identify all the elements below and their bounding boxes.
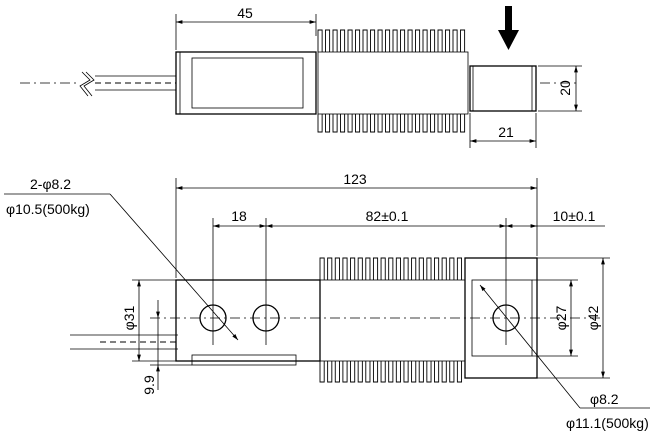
top-body [175, 51, 317, 115]
front-view: 123 18 82±0.1 10±0.1 φ31 [4, 171, 650, 431]
fin-core [319, 279, 466, 362]
dim-end-height-outer: φ42 [585, 305, 601, 330]
dim-height: 20 [557, 80, 573, 96]
front-dimension-82: 82±0.1 [266, 208, 506, 228]
note-left-holes-line2: φ10.5(500kg) [6, 201, 90, 217]
top-cable [20, 71, 176, 97]
note-right-hole-line2: φ11.1(500kg) [566, 415, 649, 431]
mount-hole-left-1 [199, 218, 227, 345]
mount-hole-left-2 [252, 218, 280, 345]
front-cable [70, 334, 178, 350]
dim-total-length: 123 [343, 171, 367, 187]
top-dimension-20: 20 [538, 65, 582, 112]
note-right-hole-line1: φ8.2 [590, 391, 619, 407]
top-view: 45 20 21 [20, 5, 582, 148]
dim-stud-length: 21 [498, 124, 514, 140]
front-dimension-31: φ31 [121, 279, 176, 362]
front-dimension-27: φ27 [532, 279, 578, 357]
front-dimension-10: 10±0.1 [506, 208, 605, 228]
leader-right-hole: φ8.2 φ11.1(500kg) [479, 284, 650, 431]
dim-end-height-inner: φ27 [553, 305, 569, 330]
leader-left-holes: 2-φ8.2 φ10.5(500kg) [4, 176, 239, 341]
dim-end-offset: 10±0.1 [553, 208, 596, 224]
front-dimension-42: φ42 [537, 257, 610, 379]
dim-hole-spacing-large: 82±0.1 [366, 208, 409, 224]
front-dimension-9-9: 9.9 [141, 300, 192, 395]
mount-hole-right [492, 218, 520, 345]
front-fins [319, 257, 466, 383]
fin-core [317, 51, 469, 115]
top-dimension-21: 21 [469, 113, 537, 148]
top-dimension-45: 45 [175, 5, 317, 50]
fin-outline [319, 257, 463, 383]
dim-hole-height: φ31 [121, 305, 137, 330]
front-dimension-123: 123 [175, 171, 538, 278]
top-stud [469, 65, 580, 112]
load-arrow-icon [498, 6, 519, 50]
dim-bottom-offset: 9.9 [141, 375, 157, 395]
top-fins [317, 29, 469, 133]
front-body [175, 279, 321, 366]
note-left-holes-line1: 2-φ8.2 [30, 176, 71, 192]
dim-hole-spacing-small: 18 [231, 208, 247, 224]
dim-body-length: 45 [237, 5, 253, 21]
fin-outline [317, 29, 466, 133]
front-dimension-18: 18 [213, 208, 266, 228]
